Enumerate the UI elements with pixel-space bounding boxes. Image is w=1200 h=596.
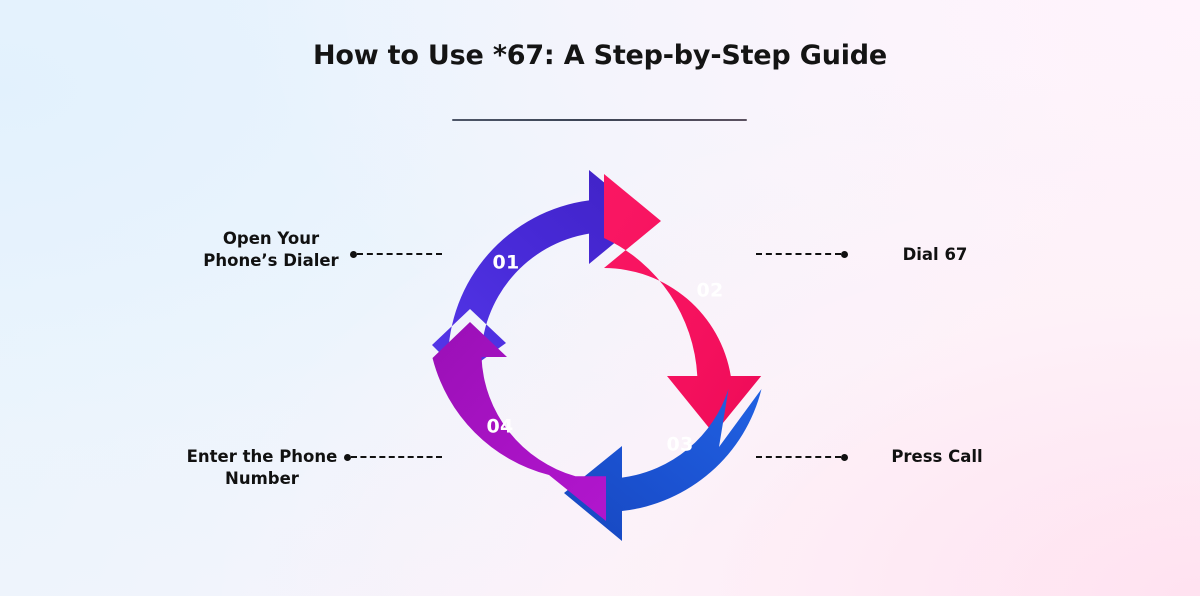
title-divider bbox=[452, 119, 747, 121]
connector-dot-icon bbox=[344, 454, 351, 461]
connector-step-04 bbox=[344, 451, 442, 463]
connector-dashed-line bbox=[357, 253, 442, 255]
cycle-arrow-03 bbox=[564, 389, 762, 541]
cycle-arrow-02 bbox=[604, 174, 762, 434]
callout-label-step-02: Dial 67 bbox=[902, 245, 968, 264]
connector-step-02 bbox=[756, 248, 848, 260]
cycle-arrow-04 bbox=[432, 322, 606, 521]
connector-step-03 bbox=[756, 451, 848, 463]
cycle-label-04: 04 bbox=[486, 416, 513, 438]
cycle-label-01: 01 bbox=[492, 252, 519, 274]
cycle-arrow-01 bbox=[432, 170, 646, 361]
callout-label-step-04: Enter the Phone Number bbox=[186, 447, 338, 488]
cycle-segment-01[interactable]: 01 bbox=[432, 170, 646, 361]
connector-dot-icon bbox=[841, 454, 848, 461]
cycle-segment-04[interactable]: 04 bbox=[432, 322, 607, 521]
cycle-label-03: 03 bbox=[666, 434, 693, 456]
connector-dashed-line bbox=[756, 253, 841, 255]
connector-step-01 bbox=[350, 248, 442, 260]
connector-dashed-line bbox=[756, 456, 841, 458]
connector-dashed-line bbox=[351, 456, 442, 458]
callout-label-step-01: Open Your Phone’s Dialer bbox=[203, 229, 339, 270]
page-title: How to Use *67: A Step-by-Step Guide bbox=[312, 40, 888, 71]
connector-dot-icon bbox=[350, 251, 357, 258]
cycle-diagram: 01 02 03 04 bbox=[432, 170, 762, 541]
callout-label-step-03: Press Call bbox=[891, 447, 983, 466]
connector-dot-icon bbox=[841, 251, 848, 258]
cycle-label-02: 02 bbox=[696, 280, 723, 302]
cycle-segment-03[interactable]: 03 bbox=[564, 389, 762, 541]
cycle-segment-02[interactable]: 02 bbox=[604, 174, 762, 434]
